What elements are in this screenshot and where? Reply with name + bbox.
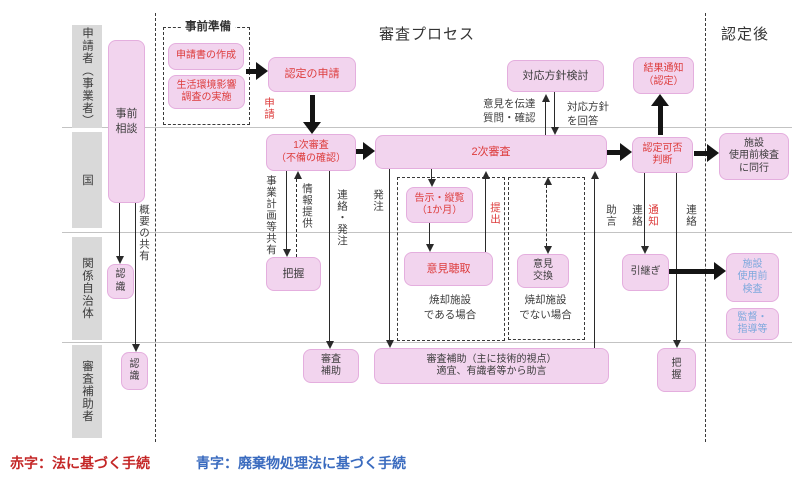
box-result-notify: 結果通知 （認定）: [633, 57, 694, 94]
arrow-consult-to-recognize1: [119, 203, 121, 256]
phase-separator-right: [705, 13, 706, 442]
box-review-assist-small: 審査 補助: [303, 349, 359, 383]
box-supervision: 監督・ 指導等: [726, 308, 779, 340]
box-grasp-right: 把 握: [657, 348, 696, 392]
box-recognize-1: 認 識: [107, 264, 134, 299]
legend-red: 赤字：法に基づく手続: [10, 455, 150, 471]
box-review-assist-long: 審査補助（主に技術的視点） 適宜、有識者等から助言: [374, 348, 609, 384]
thick-arrow-review2-to-decide: [607, 143, 632, 161]
lane-applicant: 申請者（事業者）: [72, 25, 102, 128]
label-tsuchi: 通知: [647, 204, 659, 227]
arrow-review2-to-policy-up: [545, 102, 547, 135]
label-jogen: 助言: [605, 204, 617, 227]
arrow-review2-to-notice: [431, 169, 433, 179]
box-second-review: 2次審査: [375, 135, 607, 169]
arrow-order-to-assist: [329, 171, 331, 341]
case-incinerator-box: [397, 177, 505, 341]
thick-arrow-review1-to-review2: [356, 142, 375, 160]
label-renraku-a: 連絡: [631, 204, 643, 227]
arrow-info-provide-up: [296, 179, 297, 257]
phase-separator-left: [155, 13, 156, 442]
label-teishutsu: 提出: [489, 202, 501, 225]
box-policy-study: 対応方針検討: [507, 60, 604, 92]
label-renraku-b: 連絡: [685, 204, 697, 227]
box-handover: 引継ぎ: [622, 254, 669, 291]
lane-state: 国: [72, 132, 102, 228]
thick-arrow-prep-to-apply: [246, 62, 268, 80]
diagram-title: 審査プロセス: [379, 26, 476, 43]
thick-arrow-apply-to-review1: [303, 95, 321, 134]
box-opinion-hearing: 意見聴取: [404, 252, 493, 286]
case-non-incinerator-label: 焼却施設 でない場合: [519, 294, 572, 322]
lane-divider-3: [62, 342, 792, 343]
arrow-decide-to-handover: [644, 173, 646, 246]
label-shinsei: 申請: [263, 97, 275, 120]
legend-blue: 青字：廃棄物処理法に基づく手続: [196, 455, 406, 471]
prep-phase-title: 事前準備: [181, 18, 235, 34]
box-recognize-2: 認 識: [121, 352, 148, 390]
thick-arrow-decide-to-accompany: [694, 144, 719, 162]
label-renraku-hacchu: 連絡・発注: [336, 189, 348, 247]
case-incinerator-label: 焼却施設 である場合: [423, 294, 477, 322]
thick-arrow-decide-to-notify: [651, 94, 669, 135]
arrow-decide-to-grasp-right: [676, 173, 678, 340]
box-certification-decision: 認定可否 判断: [632, 137, 693, 173]
box-application-doc: 申請書の作成: [168, 43, 244, 70]
arrow-notice-to-hearing: [429, 223, 431, 244]
label-hacchu: 発注: [372, 189, 384, 212]
box-prior-consult: 事前 相談: [108, 40, 145, 203]
label-jigyo-keikaku: 事業計画等共有: [265, 175, 277, 256]
arrow-review1-to-grasp: [286, 171, 288, 249]
arrow-order-to-assist-long: [389, 169, 391, 340]
label-iken-dentatsu: 意見を伝達 質問・確認: [483, 98, 536, 125]
box-public-notice: 告示・縦覧 （1か月）: [406, 187, 473, 223]
arrow-consult-to-recognize2: [135, 203, 137, 344]
label-joho-teikyo: 情報提供: [301, 183, 313, 229]
box-env-survey: 生活環境影響 調査の実施: [168, 75, 245, 109]
label-gaiyo-kyoyu: 概要の共有: [138, 204, 150, 262]
box-first-review: 1次審査 （不備の確認）: [266, 134, 356, 171]
arrow-submit-up: [485, 179, 487, 252]
box-accompany-inspection: 施設 使用前検査 に同行: [719, 133, 789, 180]
label-taio-kaito: 対応方針 を回答: [567, 101, 609, 128]
lane-divider-2: [62, 232, 792, 233]
box-opinion-exchange: 意見 交換: [517, 254, 569, 288]
box-grasp-left: 把握: [266, 257, 321, 291]
post-phase-title: 認定後: [721, 26, 770, 43]
arrow-advice-up: [594, 179, 596, 348]
arrow-exchange-both: [546, 185, 547, 246]
lane-assistant: 審査補助者: [72, 345, 102, 438]
lane-divider-1: [62, 127, 792, 128]
lane-municipality: 関係自治体: [72, 237, 102, 340]
box-apply-certification: 認定の申請: [268, 57, 356, 92]
thick-arrow-handover-to-inspect: [669, 262, 726, 280]
box-pre-use-inspection: 施設 使用前 検査: [726, 253, 779, 302]
arrow-policy-to-review2-down: [554, 92, 556, 127]
